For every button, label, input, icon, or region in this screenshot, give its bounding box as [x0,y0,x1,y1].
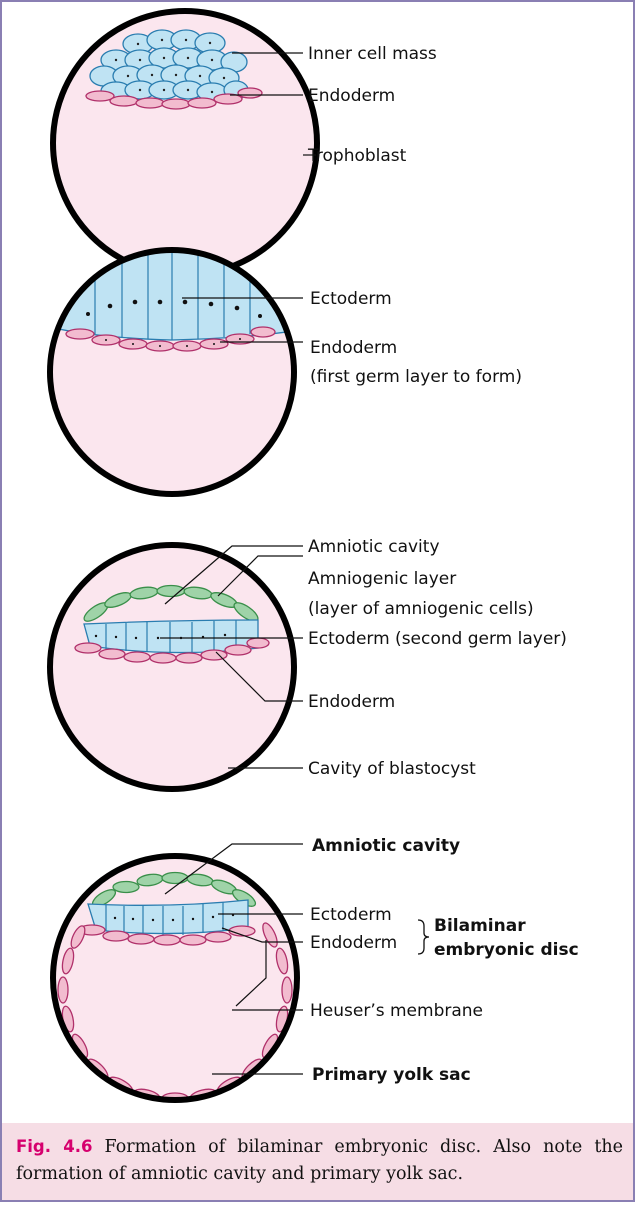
label-ectoderm-4: Ectoderm [310,905,392,925]
label-cavity-of-blastocyst: Cavity of blastocyst [308,759,476,779]
label-bilaminar-1: Bilaminar [434,916,526,936]
blastocyst-1 [53,11,317,275]
caption-text: Formation of bilaminar embryonic disc. A… [16,1137,623,1184]
label-endoderm-3: Endoderm [308,692,395,712]
label-endoderm-2: Endoderm [310,338,397,358]
label-ectoderm-2: Ectoderm [310,289,392,309]
label-endoderm-note: (first germ layer to form) [310,367,522,387]
blastocyst-2 [45,250,300,494]
label-endoderm-1: Endoderm [308,86,395,106]
label-amniotic-cavity-3: Amniotic cavity [308,537,440,557]
blastocyst-3 [50,545,294,789]
figure-caption: Fig. 4.6 Formation of bilaminar embryoni… [2,1123,633,1200]
label-trophoblast: Trophoblast [307,146,407,166]
label-amniogenic-note: (layer of amniogenic cells) [308,599,534,619]
label-inner-cell-mass: Inner cell mass [308,44,437,64]
label-primary-yolk-sac: Primary yolk sac [312,1065,471,1085]
label-ectoderm-3: Ectoderm (second germ layer) [308,629,567,649]
figure-number: Fig. 4.6 [16,1137,92,1156]
bilaminar-brace [418,920,429,954]
blastocyst-4 [53,856,297,1103]
label-bilaminar-2: embryonic disc [434,940,579,960]
label-amniogenic-layer: Amniogenic layer [308,569,456,589]
label-amniotic-cavity-4: Amniotic cavity [312,836,460,856]
label-endoderm-4: Endoderm [310,933,397,953]
label-heusers-membrane: Heuser’s membrane [310,1001,483,1021]
